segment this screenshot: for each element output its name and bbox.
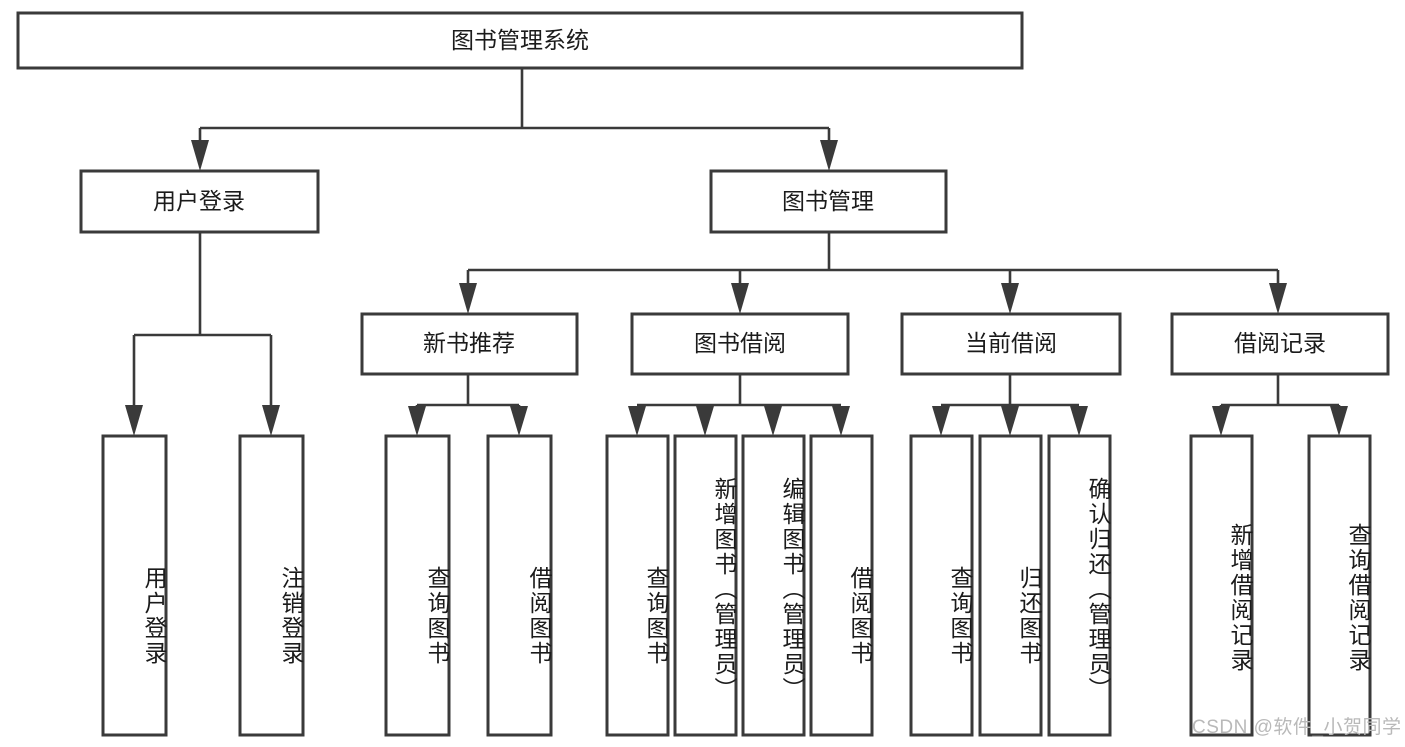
node-leaf-logout-box[interactable]: [238, 434, 305, 737]
node-leaf-query-book-1-box[interactable]: [384, 434, 451, 737]
node-current-borrow-box[interactable]: [900, 312, 1122, 376]
node-borrow-record-box[interactable]: [1170, 312, 1390, 376]
node-leaf-confirm-return-box[interactable]: [1047, 434, 1112, 737]
arrow-head-leaf-user-login: [125, 405, 143, 436]
arrow-head-leaf-logout: [262, 405, 280, 436]
arrow-head-borrow-record: [1269, 283, 1287, 314]
node-book-borrow[interactable]: 图书借阅: [630, 312, 850, 376]
node-leaf-edit-book-box[interactable]: [741, 434, 806, 737]
arrow-head-leaf-query-book-1: [408, 406, 426, 436]
node-user-login-box[interactable]: [79, 169, 320, 234]
node-book-borrow-label: 图书借阅: [694, 330, 786, 356]
node-book-management[interactable]: 图书管理: [709, 169, 948, 234]
leaf-box-layer: [101, 434, 1372, 737]
arrow-head-leaf-query-book-2: [628, 406, 646, 436]
arrow-head-user-login: [191, 140, 209, 171]
node-current-borrow[interactable]: 当前借阅: [900, 312, 1122, 376]
arrow-head-leaf-query-book-3: [932, 406, 950, 436]
node-user-login[interactable]: 用户登录: [79, 169, 320, 234]
node-root-label: 图书管理系统: [451, 27, 589, 53]
node-leaf-return-book-box[interactable]: [978, 434, 1043, 737]
arrow-head-new-book-recommend: [459, 283, 477, 314]
node-leaf-add-record-box[interactable]: [1189, 434, 1254, 737]
connector-layer: [125, 68, 1348, 436]
arrow-head-leaf-borrow-book-1: [510, 406, 528, 436]
node-leaf-query-book-2-box[interactable]: [605, 434, 670, 737]
arrow-head-leaf-edit-book: [764, 406, 782, 436]
node-user-login-label: 用户登录: [153, 188, 245, 214]
node-leaf-query-record-box[interactable]: [1307, 434, 1372, 737]
csdn-watermark: CSDN @软件_小贺同学: [1192, 717, 1402, 738]
node-current-borrow-label: 当前借阅: [965, 330, 1057, 356]
node-book-borrow-box[interactable]: [630, 312, 850, 376]
node-new-book-recommend-box[interactable]: [360, 312, 579, 376]
node-leaf-borrow-book-1-box[interactable]: [486, 434, 553, 737]
arrow-head-leaf-borrow-book-2: [832, 406, 850, 436]
node-new-book-recommend[interactable]: 新书推荐: [360, 312, 579, 376]
arrow-head-book-borrow: [731, 283, 749, 314]
node-borrow-record-label: 借阅记录: [1234, 330, 1326, 356]
arrow-head-leaf-add-record: [1212, 406, 1230, 436]
node-new-book-recommend-label: 新书推荐: [423, 330, 515, 356]
node-borrow-record[interactable]: 借阅记录: [1170, 312, 1390, 376]
node-leaf-borrow-book-2-box[interactable]: [809, 434, 874, 737]
node-book-management-box[interactable]: [709, 169, 948, 234]
arrow-head-book-management: [820, 140, 838, 171]
arrow-head-current-borrow: [1001, 283, 1019, 314]
arrow-head-leaf-confirm-return: [1070, 406, 1088, 436]
arrow-head-leaf-return-book: [1001, 406, 1019, 436]
arrow-head-leaf-add-book: [696, 406, 714, 436]
node-leaf-add-book-box[interactable]: [673, 434, 738, 737]
node-leaf-user-login-box[interactable]: [101, 434, 168, 737]
node-leaf-query-book-3-box[interactable]: [909, 434, 974, 737]
arrow-head-leaf-query-record: [1330, 406, 1348, 436]
node-root[interactable]: 图书管理系统: [16, 11, 1024, 70]
node-book-management-label: 图书管理: [782, 188, 874, 214]
node-root-box[interactable]: [16, 11, 1024, 70]
